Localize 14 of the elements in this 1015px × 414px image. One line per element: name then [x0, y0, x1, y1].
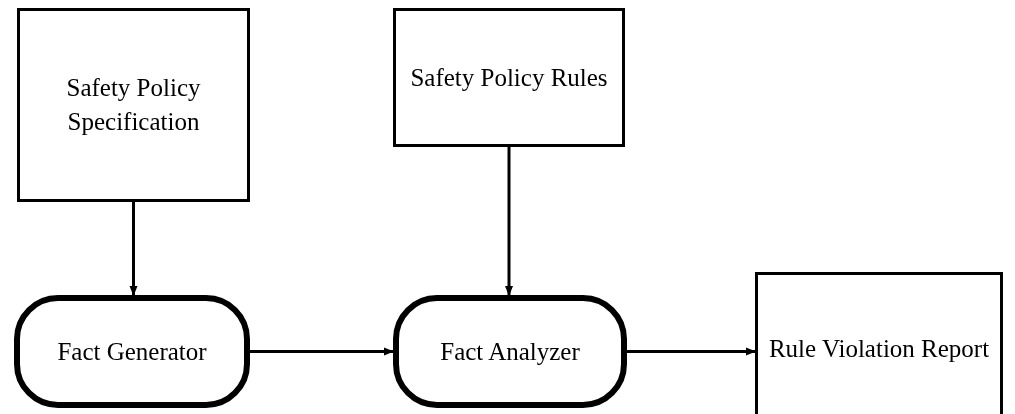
process-box	[393, 8, 625, 147]
node-label: Fact Analyzer	[439, 336, 581, 367]
process-box	[17, 8, 250, 202]
document-box	[755, 272, 1003, 414]
arrow	[129, 202, 138, 296]
node-label: Safety Policy Rules	[409, 62, 609, 93]
process-terminal	[14, 295, 250, 408]
node-label: Safety Policy Specification	[65, 73, 202, 137]
node-label: Rule Violation Report	[767, 333, 991, 364]
process-terminal	[393, 295, 627, 408]
arrow	[627, 347, 756, 356]
arrow	[505, 147, 513, 296]
node-label: Fact Generator	[56, 336, 208, 367]
arrow	[250, 347, 394, 356]
